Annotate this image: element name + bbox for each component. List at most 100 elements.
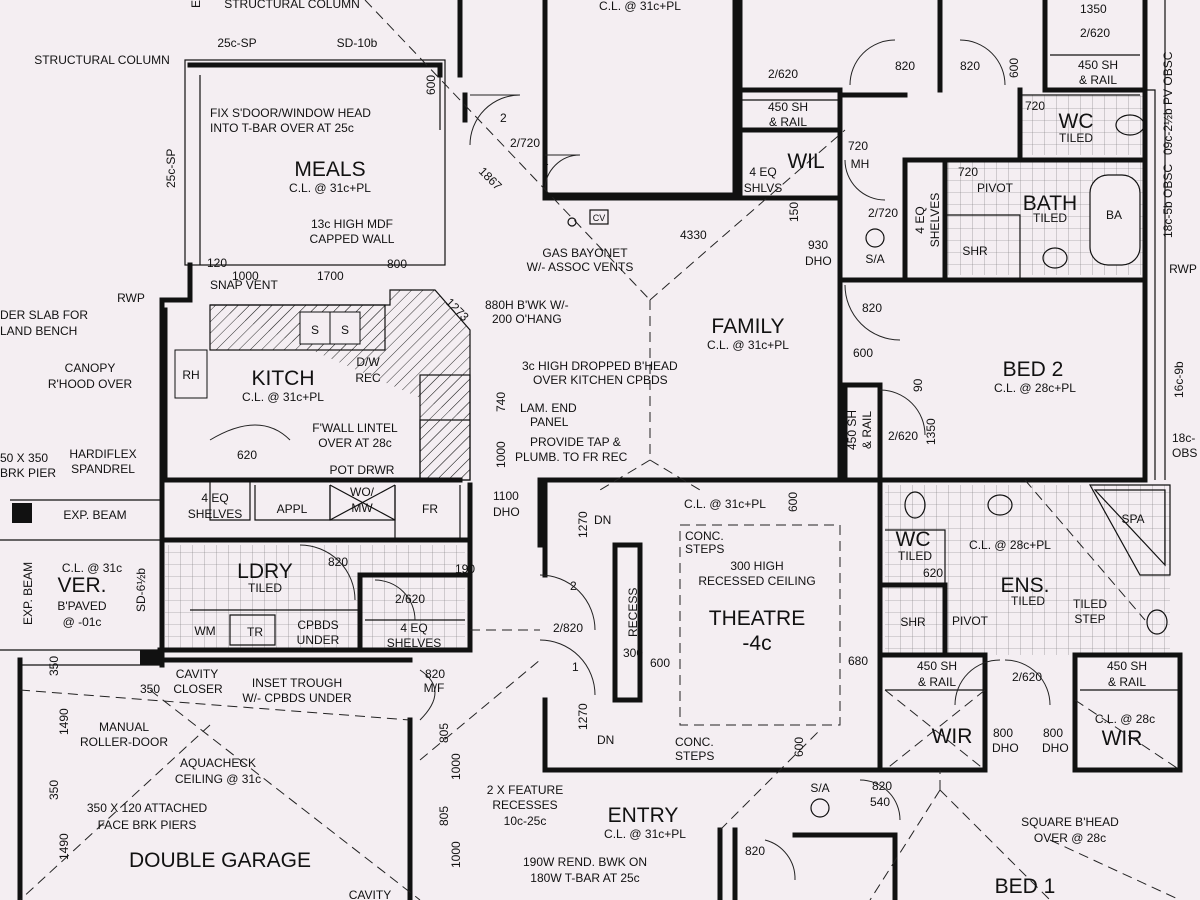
note-conc-2: CONC.	[675, 735, 714, 749]
dim: 2/620	[888, 429, 918, 443]
note-steps-1: STEPS	[685, 542, 724, 556]
basin-icon	[1042, 247, 1068, 269]
dim: 1000	[449, 841, 463, 868]
note-tiled: TILED	[1073, 597, 1107, 611]
note-fix-sdoor: FIX S'DOOR/WINDOW HEAD	[210, 106, 371, 120]
level-ver: @ -01c	[63, 615, 102, 629]
dim: 1700	[317, 269, 344, 283]
label-pivot: PIVOT	[952, 614, 989, 628]
label-cv: CV	[593, 213, 606, 223]
note-dropped: 3c HIGH DROPPED B'HEAD	[522, 359, 678, 373]
dim: 600	[1007, 58, 1021, 78]
room-garage: DOUBLE GARAGE	[129, 849, 311, 872]
dim: 1270	[576, 511, 590, 538]
dim: 720	[958, 165, 978, 179]
label-mf: M/F	[424, 681, 445, 695]
dim: 720	[1025, 99, 1045, 113]
note-panel: PANEL	[530, 415, 569, 429]
note-lam-end: LAM. END	[520, 401, 577, 415]
note-cavity: CAVITY	[176, 667, 218, 681]
note-land-bench: LAND BENCH	[0, 324, 77, 338]
smoke-alarm-icon	[865, 228, 885, 248]
ceiling-family: C.L. @ 31c+PL	[707, 338, 789, 352]
label-cpbds: CPBDS	[297, 618, 338, 632]
note-structural-column: STRUCTURAL COLUMN	[34, 53, 170, 67]
dim: 2	[500, 111, 507, 125]
note-25c-sp: 25c-SP	[217, 36, 256, 50]
note-sd-10b: SD-10b	[337, 36, 378, 50]
fixtures	[12, 114, 1168, 818]
dim: 600	[424, 75, 438, 95]
dim: 620	[923, 566, 943, 580]
dim: 2/620	[1080, 26, 1110, 40]
finish-ldry: TILED	[248, 581, 282, 595]
ceiling-ver: C.L. @ 31c	[62, 561, 122, 575]
dim: 540	[870, 795, 890, 809]
note-provide-tap: PROVIDE TAP &	[530, 435, 621, 449]
label-spa: SPA	[1121, 512, 1144, 526]
note-bwk: 880H B'WK W/-	[485, 298, 569, 312]
note-recesses: RECESSES	[492, 798, 557, 812]
door-swings	[209, 39, 1051, 881]
label-450sh: 450 SH	[1078, 58, 1118, 72]
dim: 1270	[576, 703, 590, 730]
label-shr: SHR	[962, 244, 988, 258]
label-mw: MW	[351, 501, 373, 515]
note-into-tbar: INTO T-BAR OVER AT 25c	[210, 121, 354, 135]
dim: 740	[494, 392, 508, 412]
label-sink: S	[341, 323, 349, 337]
label-450sh: 450 SH	[845, 410, 859, 450]
room-labels: MEALS C.L. @ 31c+PL C.L. @ 31c+PL FAMILY…	[57, 0, 1155, 898]
label-sa: S/A	[865, 252, 884, 266]
dim: 820	[895, 59, 915, 73]
note-recess: RECESS	[626, 588, 640, 637]
dim: 190	[455, 562, 475, 576]
pier-icon	[140, 650, 160, 665]
note-face-brk: FACE BRK PIERS	[98, 818, 197, 832]
note-exp-beam-vertical: EXP. BEAM	[21, 562, 35, 625]
dim: 1	[572, 660, 579, 674]
label-rail: & RAIL	[1108, 675, 1146, 689]
label-shelves: SHELVES	[928, 193, 942, 247]
label-mh: MH	[851, 157, 870, 171]
basin-icon	[1146, 609, 1168, 635]
note-canopy: CANOPY	[65, 361, 116, 375]
note-manual: MANUAL	[99, 720, 149, 734]
label-450sh: 450 SH	[917, 659, 957, 673]
note-16c-9b: 16c-9b	[1172, 361, 1186, 398]
note-inset-trough: INSET TROUGH	[252, 676, 342, 690]
label-rwp: RWP	[1169, 262, 1197, 276]
dim: 600	[853, 346, 873, 360]
note-steps-2: STEPS	[675, 749, 714, 763]
label-4eq: 4 EQ	[913, 206, 927, 233]
dim: 1350	[1080, 2, 1107, 16]
ceiling-entry: C.L. @ 31c+PL	[604, 827, 686, 841]
note-closer: CLOSER	[173, 682, 223, 696]
dim: 2	[570, 579, 577, 593]
walls	[17, 0, 1183, 900]
dim: 2/620	[1012, 670, 1042, 684]
note-roller-door: ROLLER-DOOR	[80, 735, 168, 749]
dim: 350	[47, 656, 61, 676]
room-wc-ens: WC	[896, 528, 931, 551]
label-4eq: 4 EQ	[201, 491, 228, 505]
note-over-28c: OVER AT 28c	[318, 436, 392, 450]
label-tr: TR	[247, 625, 263, 639]
ceiling-ens: C.L. @ 28c+PL	[969, 538, 1051, 552]
label-ba: BA	[1106, 208, 1122, 222]
note-feature: 2 X FEATURE	[487, 783, 563, 797]
label-fr: FR	[422, 502, 438, 516]
dim: 820	[745, 844, 765, 858]
dim: DHO	[992, 741, 1019, 755]
label-rh: RH	[182, 368, 199, 382]
room-kitch: KITCH	[252, 367, 315, 390]
label-ex: EX	[189, 0, 203, 8]
dim: DHO	[493, 505, 520, 519]
dim: 350	[47, 780, 61, 800]
finish-ens: TILED	[1011, 594, 1045, 608]
dim: 620	[237, 448, 257, 462]
ceiling-meals: C.L. @ 31c+PL	[289, 181, 371, 195]
note-gas-bayonet: GAS BAYONET	[542, 246, 628, 260]
smoke-alarm-icon	[810, 798, 830, 818]
